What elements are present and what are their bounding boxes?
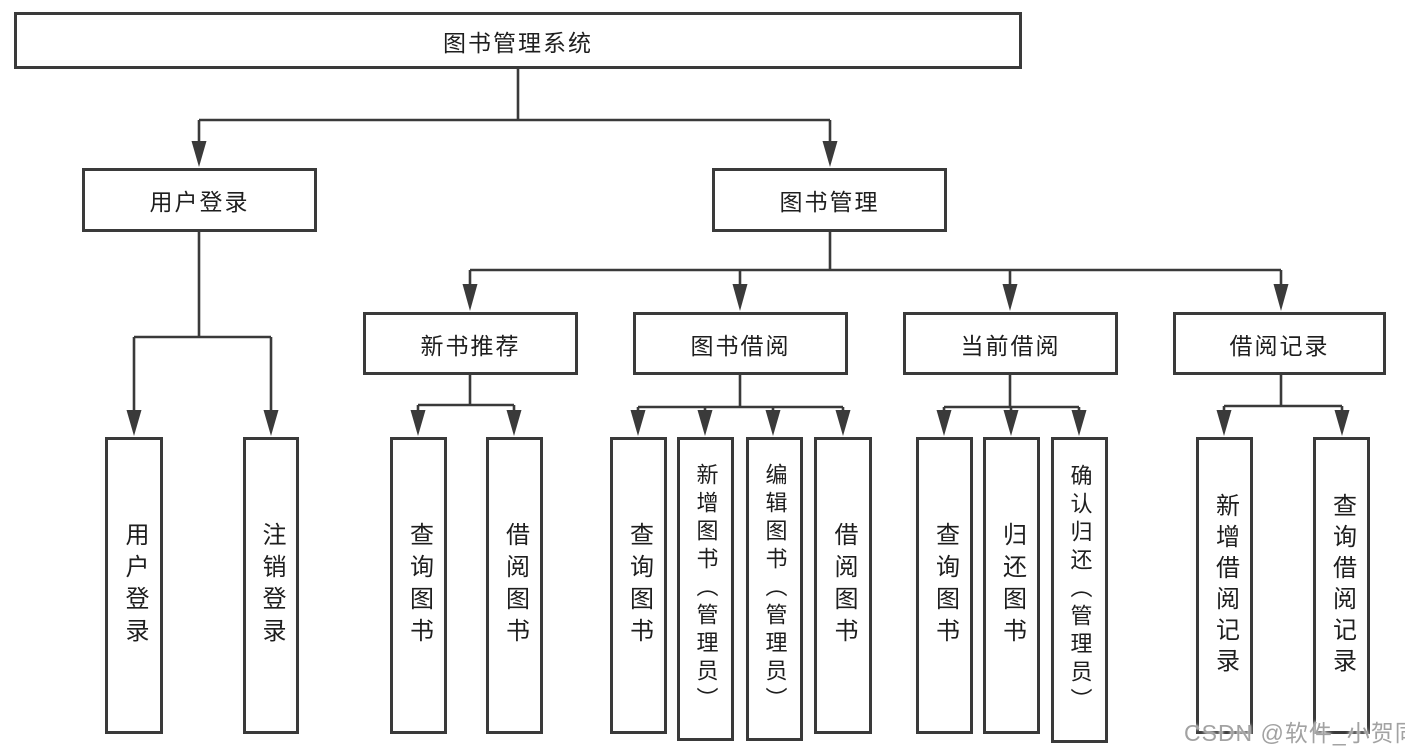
connector-userlogin-to-leaves (132, 232, 273, 414)
leaf-query-books-borrow: 查询图书 (610, 437, 667, 734)
connector-borrowrecords-to-leaves (1222, 375, 1344, 414)
node-borrow-records: 借阅记录 (1173, 312, 1386, 375)
node-root-system: 图书管理系统 (14, 12, 1022, 69)
node-book-borrow: 图书借阅 (633, 312, 848, 375)
leaf-add-book-admin: 新增图书（管理员） (677, 437, 734, 741)
leaf-edit-book-admin: 编辑图书（管理员） (746, 437, 803, 741)
csdn-watermark: CSDN @软件_小贺同学 (1184, 720, 1405, 746)
connector-root-to-level2 (197, 68, 832, 144)
arrowheads (126, 141, 1350, 436)
connector-currentborrow-to-leaves (942, 375, 1081, 414)
leaf-query-books-current: 查询图书 (916, 437, 973, 734)
leaf-return-book: 归还图书 (983, 437, 1040, 734)
leaf-confirm-return-admin: 确认归还（管理员） (1051, 437, 1108, 743)
leaf-add-borrow-record: 新增借阅记录 (1196, 437, 1253, 734)
leaf-user-login: 用户登录 (105, 437, 163, 734)
node-current-borrow: 当前借阅 (903, 312, 1118, 375)
connector-bookborrow-to-leaves (636, 375, 845, 414)
leaf-borrow-books-borrow: 借阅图书 (814, 437, 872, 734)
node-new-book-recommend: 新书推荐 (363, 312, 578, 375)
connector-newbook-to-leaves (416, 375, 516, 414)
node-user-login: 用户登录 (82, 168, 317, 232)
leaf-borrow-books-recommend: 借阅图书 (486, 437, 543, 734)
leaf-query-books-recommend: 查询图书 (390, 437, 447, 734)
leaf-query-borrow-record: 查询借阅记录 (1313, 437, 1370, 734)
node-book-management: 图书管理 (712, 168, 947, 232)
leaf-logout: 注销登录 (243, 437, 299, 734)
connector-bookmgmt-to-level3 (468, 232, 1283, 289)
